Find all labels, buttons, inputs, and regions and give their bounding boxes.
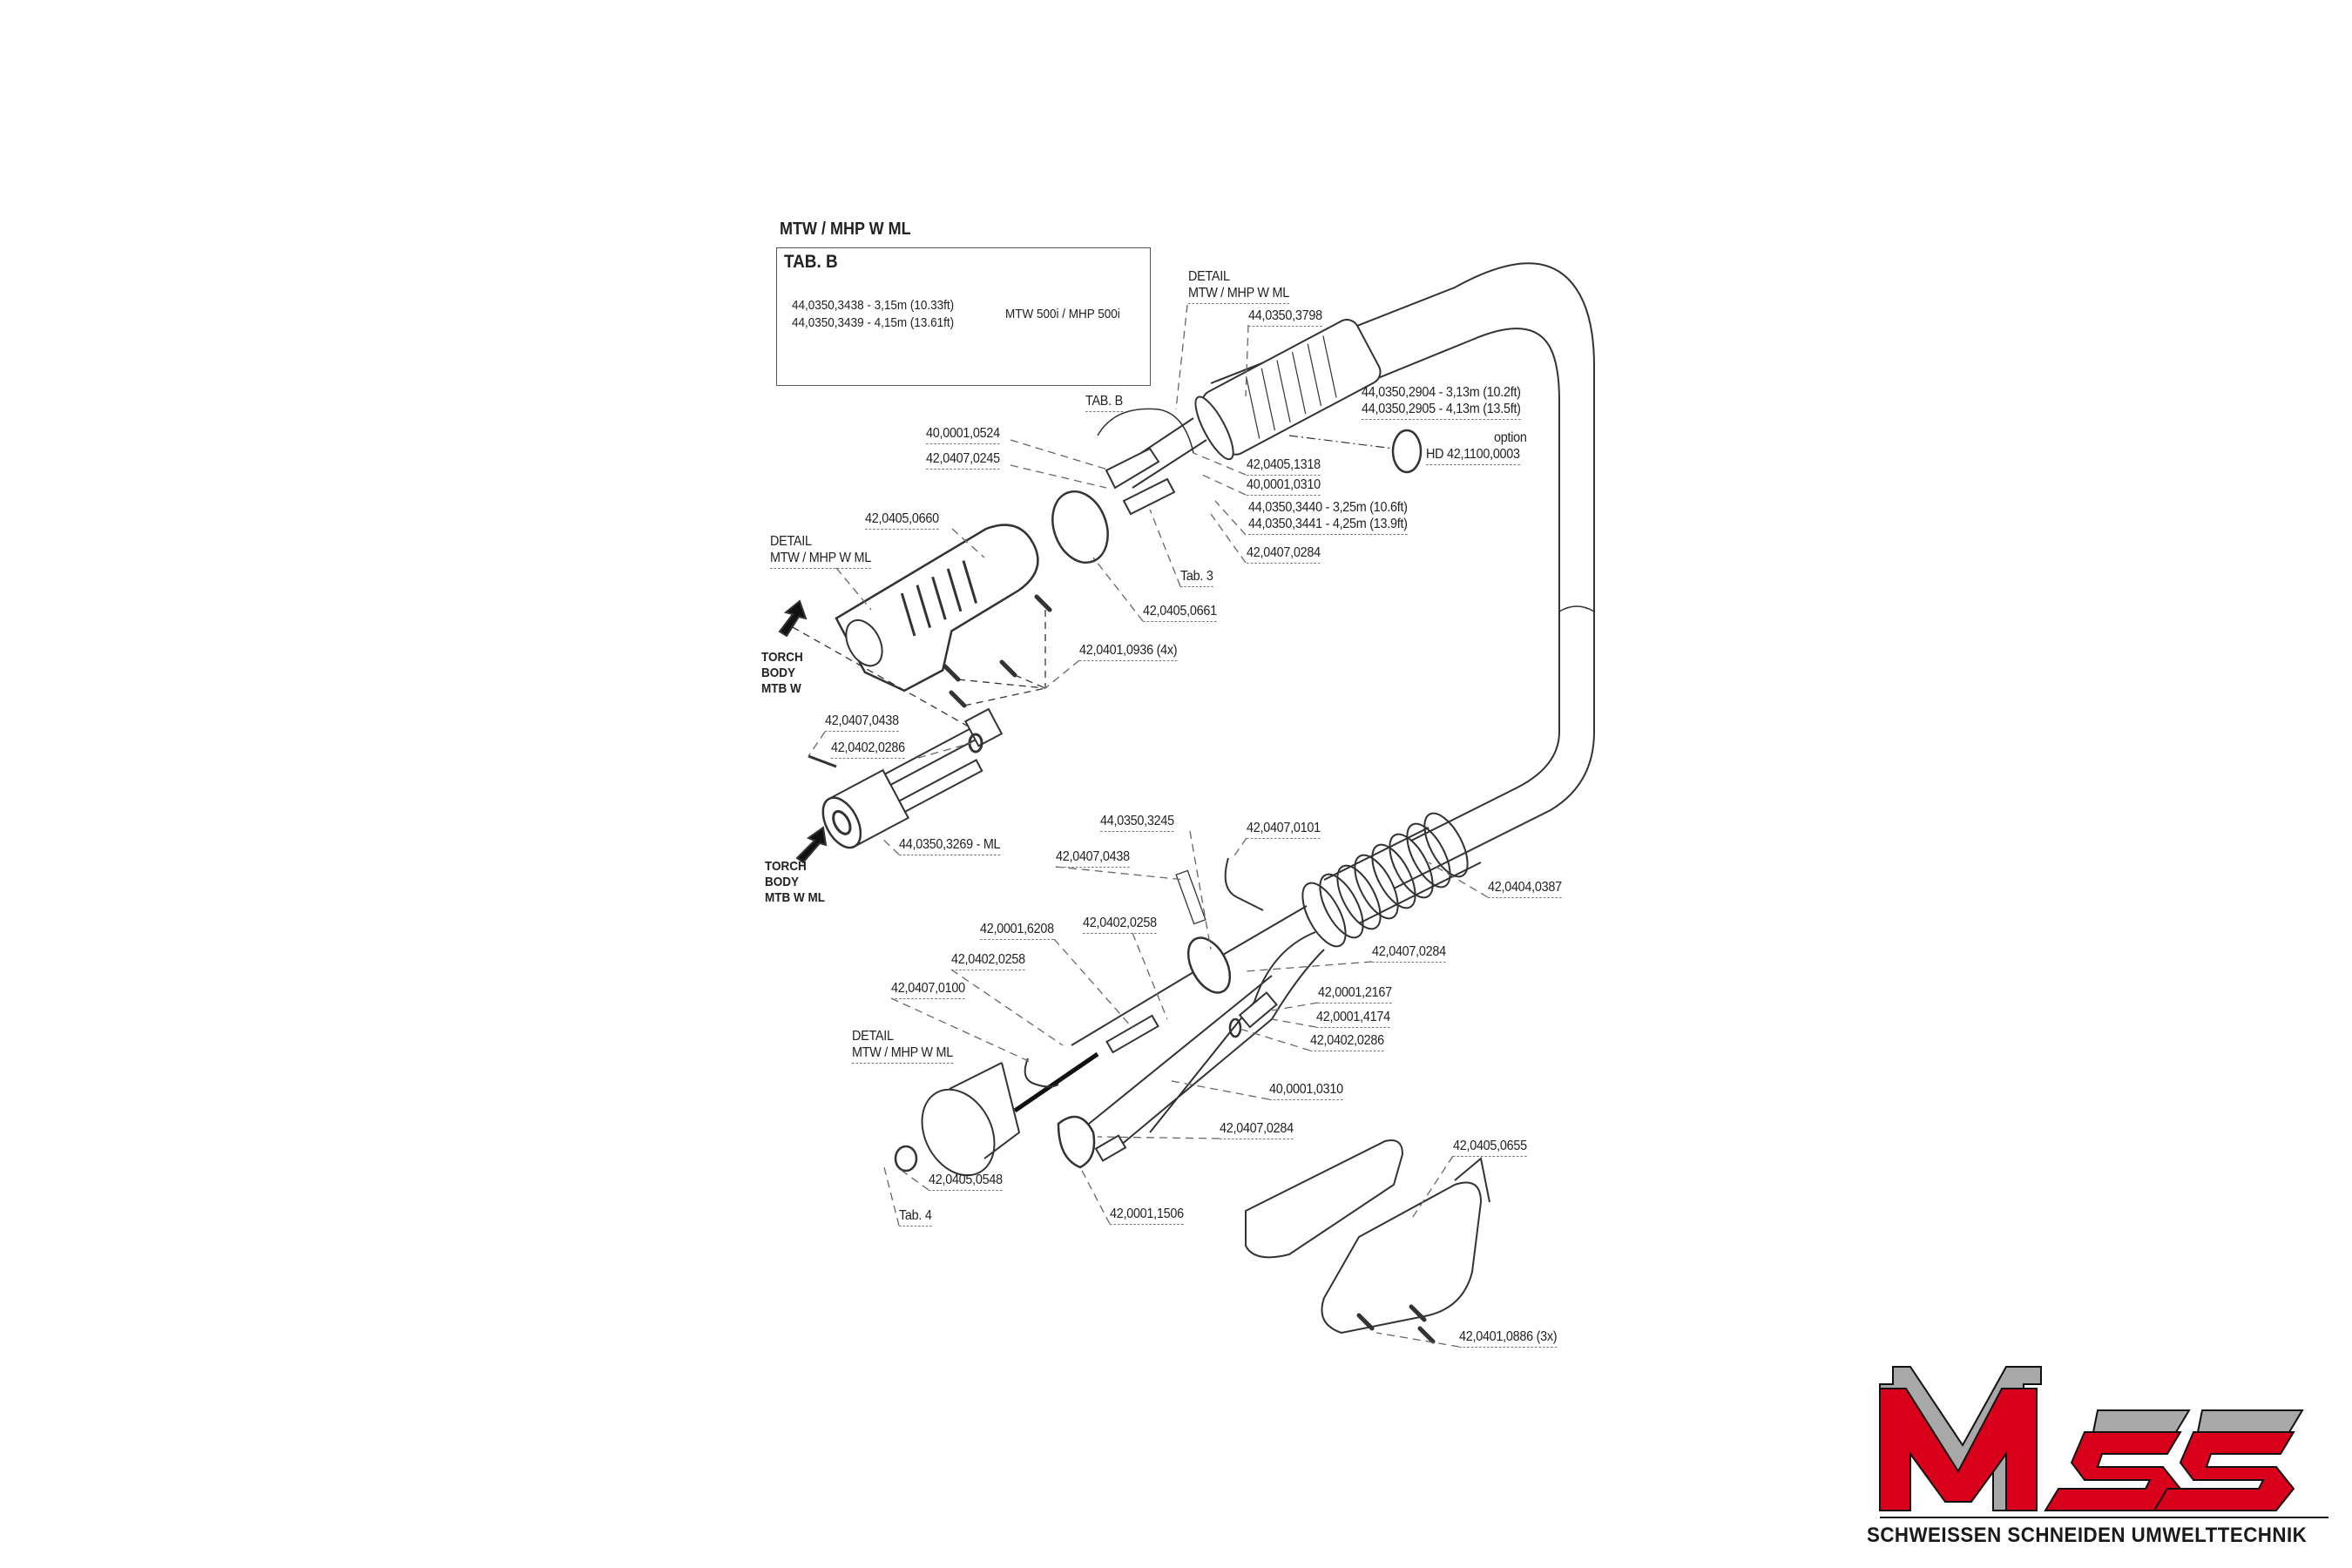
part-label: 40,0001,0310: [1269, 1081, 1343, 1100]
coupling-3245: [1186, 936, 1232, 994]
part-label: 42,0402,0286: [1310, 1032, 1384, 1051]
arrow-torch-body-w-icon: [778, 599, 808, 638]
hose-outline-inner: [1236, 328, 1560, 841]
part-label: 42,0001,1506: [1110, 1206, 1184, 1225]
part-label: 42,0001,2167: [1318, 984, 1392, 1004]
part-label: 42,0405,0660: [865, 510, 939, 530]
part-label: 42,0407,0438: [1056, 848, 1130, 868]
tab-b-model: MTW 500i / MHP 500i: [1005, 307, 1120, 321]
torch-body-ml-3269: [821, 707, 1004, 849]
part-label: 42,0402,0258: [951, 951, 1025, 970]
part-label: 42,0407,0101: [1247, 820, 1321, 839]
cable-black: [1013, 1051, 1099, 1113]
page-title: MTW / MHP W ML: [780, 220, 911, 239]
cable-tie-0101: [1224, 857, 1264, 911]
part-label-cable: 44,0350,3440 - 3,25m (10.6ft)44,0350,344…: [1248, 499, 1408, 535]
pin-0438-lower: [1175, 869, 1206, 925]
part-label: 42,0401,0936 (4x): [1079, 642, 1178, 661]
arrow-torch-body-wml-icon: [795, 826, 828, 864]
upper-connectors: [1105, 447, 1176, 516]
pin-0438: [808, 754, 837, 768]
part-label: 42,0401,0886 (3x): [1459, 1328, 1558, 1348]
cable-tie-0100: [1024, 1058, 1059, 1088]
part-label: 42,0407,0438: [825, 713, 899, 732]
handle-ring: [1051, 490, 1109, 564]
o-ring-0286-lower: [1228, 1017, 1242, 1038]
hose-outline-outer: [1210, 262, 1595, 889]
option-label: option: [1494, 430, 1527, 445]
part-label: 40,0001,0524: [926, 425, 1000, 444]
part-label: 42,0405,0655: [1453, 1138, 1527, 1157]
part-label: 42,0405,0548: [929, 1172, 1003, 1191]
part-label: 44,0350,3245: [1100, 813, 1174, 832]
part-label: 42,0407,0245: [926, 450, 1000, 470]
option-ring: [1391, 429, 1423, 474]
tab-b-row: 44,0350,3439 - 4,15m (13.61ft): [792, 315, 955, 330]
tab-b-reference: TAB. B: [1085, 393, 1123, 412]
lower-handle-shells-0655: [1245, 1139, 1490, 1335]
part-label: 40,0001,0310: [1247, 476, 1321, 496]
part-label: 42,0001,4174: [1316, 1009, 1390, 1028]
mss-logo: SCHWEISSEN SCHNEIDEN UMWELTTECHNIK: [1867, 1349, 2342, 1555]
part-label: 42,0405,0661: [1143, 603, 1217, 622]
screws-0886: [1356, 1304, 1436, 1344]
nozzle-6208: [1105, 1014, 1159, 1054]
tab-b-row: 44,0350,3438 - 3,15m (10.33ft): [792, 298, 955, 313]
part-label: 42,0404,0387: [1488, 879, 1562, 898]
part-label: 42,0407,0100: [891, 980, 965, 999]
tab-3-reference: Tab. 3: [1180, 568, 1213, 587]
part-label: 42,0001,6208: [980, 921, 1054, 940]
tab-4-reference: Tab. 4: [899, 1207, 932, 1227]
leader-lines: [808, 304, 1489, 1348]
handle-shell-0660: [835, 524, 1039, 693]
part-label: HD 42,1100,0003: [1426, 446, 1520, 465]
part-label: 44,0350,3269 - ML: [899, 836, 1001, 855]
hose-break: [1558, 605, 1595, 612]
upper-cable-sleeve: [1194, 319, 1382, 461]
part-label: 44,0350,3798: [1248, 308, 1322, 327]
spring-protector-0387: [1301, 812, 1482, 948]
part-label: 42,0405,1318: [1247, 456, 1321, 476]
part-label: 42,0402,0286: [831, 740, 905, 759]
part-label: 42,0407,0284: [1220, 1120, 1294, 1139]
screws-0936: [943, 594, 1052, 708]
end-cap-assembly: [894, 1062, 1127, 1177]
logo-tagline: SCHWEISSEN SCHNEIDEN UMWELTTECHNIK: [1867, 1524, 2308, 1547]
part-label-hose: 44,0350,2904 - 3,13m (10.2ft)44,0350,290…: [1362, 384, 1521, 420]
tab-b-heading: TAB. B: [784, 252, 838, 272]
part-label: 42,0402,0258: [1083, 915, 1157, 934]
part-label: 42,0407,0284: [1372, 943, 1446, 963]
connector-2167: [1238, 991, 1278, 1029]
part-label: 42,0407,0284: [1247, 544, 1321, 564]
mss-logo-mark: [1879, 1366, 2328, 1518]
tab-b-box: TAB. B 44,0350,3438 - 3,15m (10.33ft) 44…: [776, 247, 1151, 386]
